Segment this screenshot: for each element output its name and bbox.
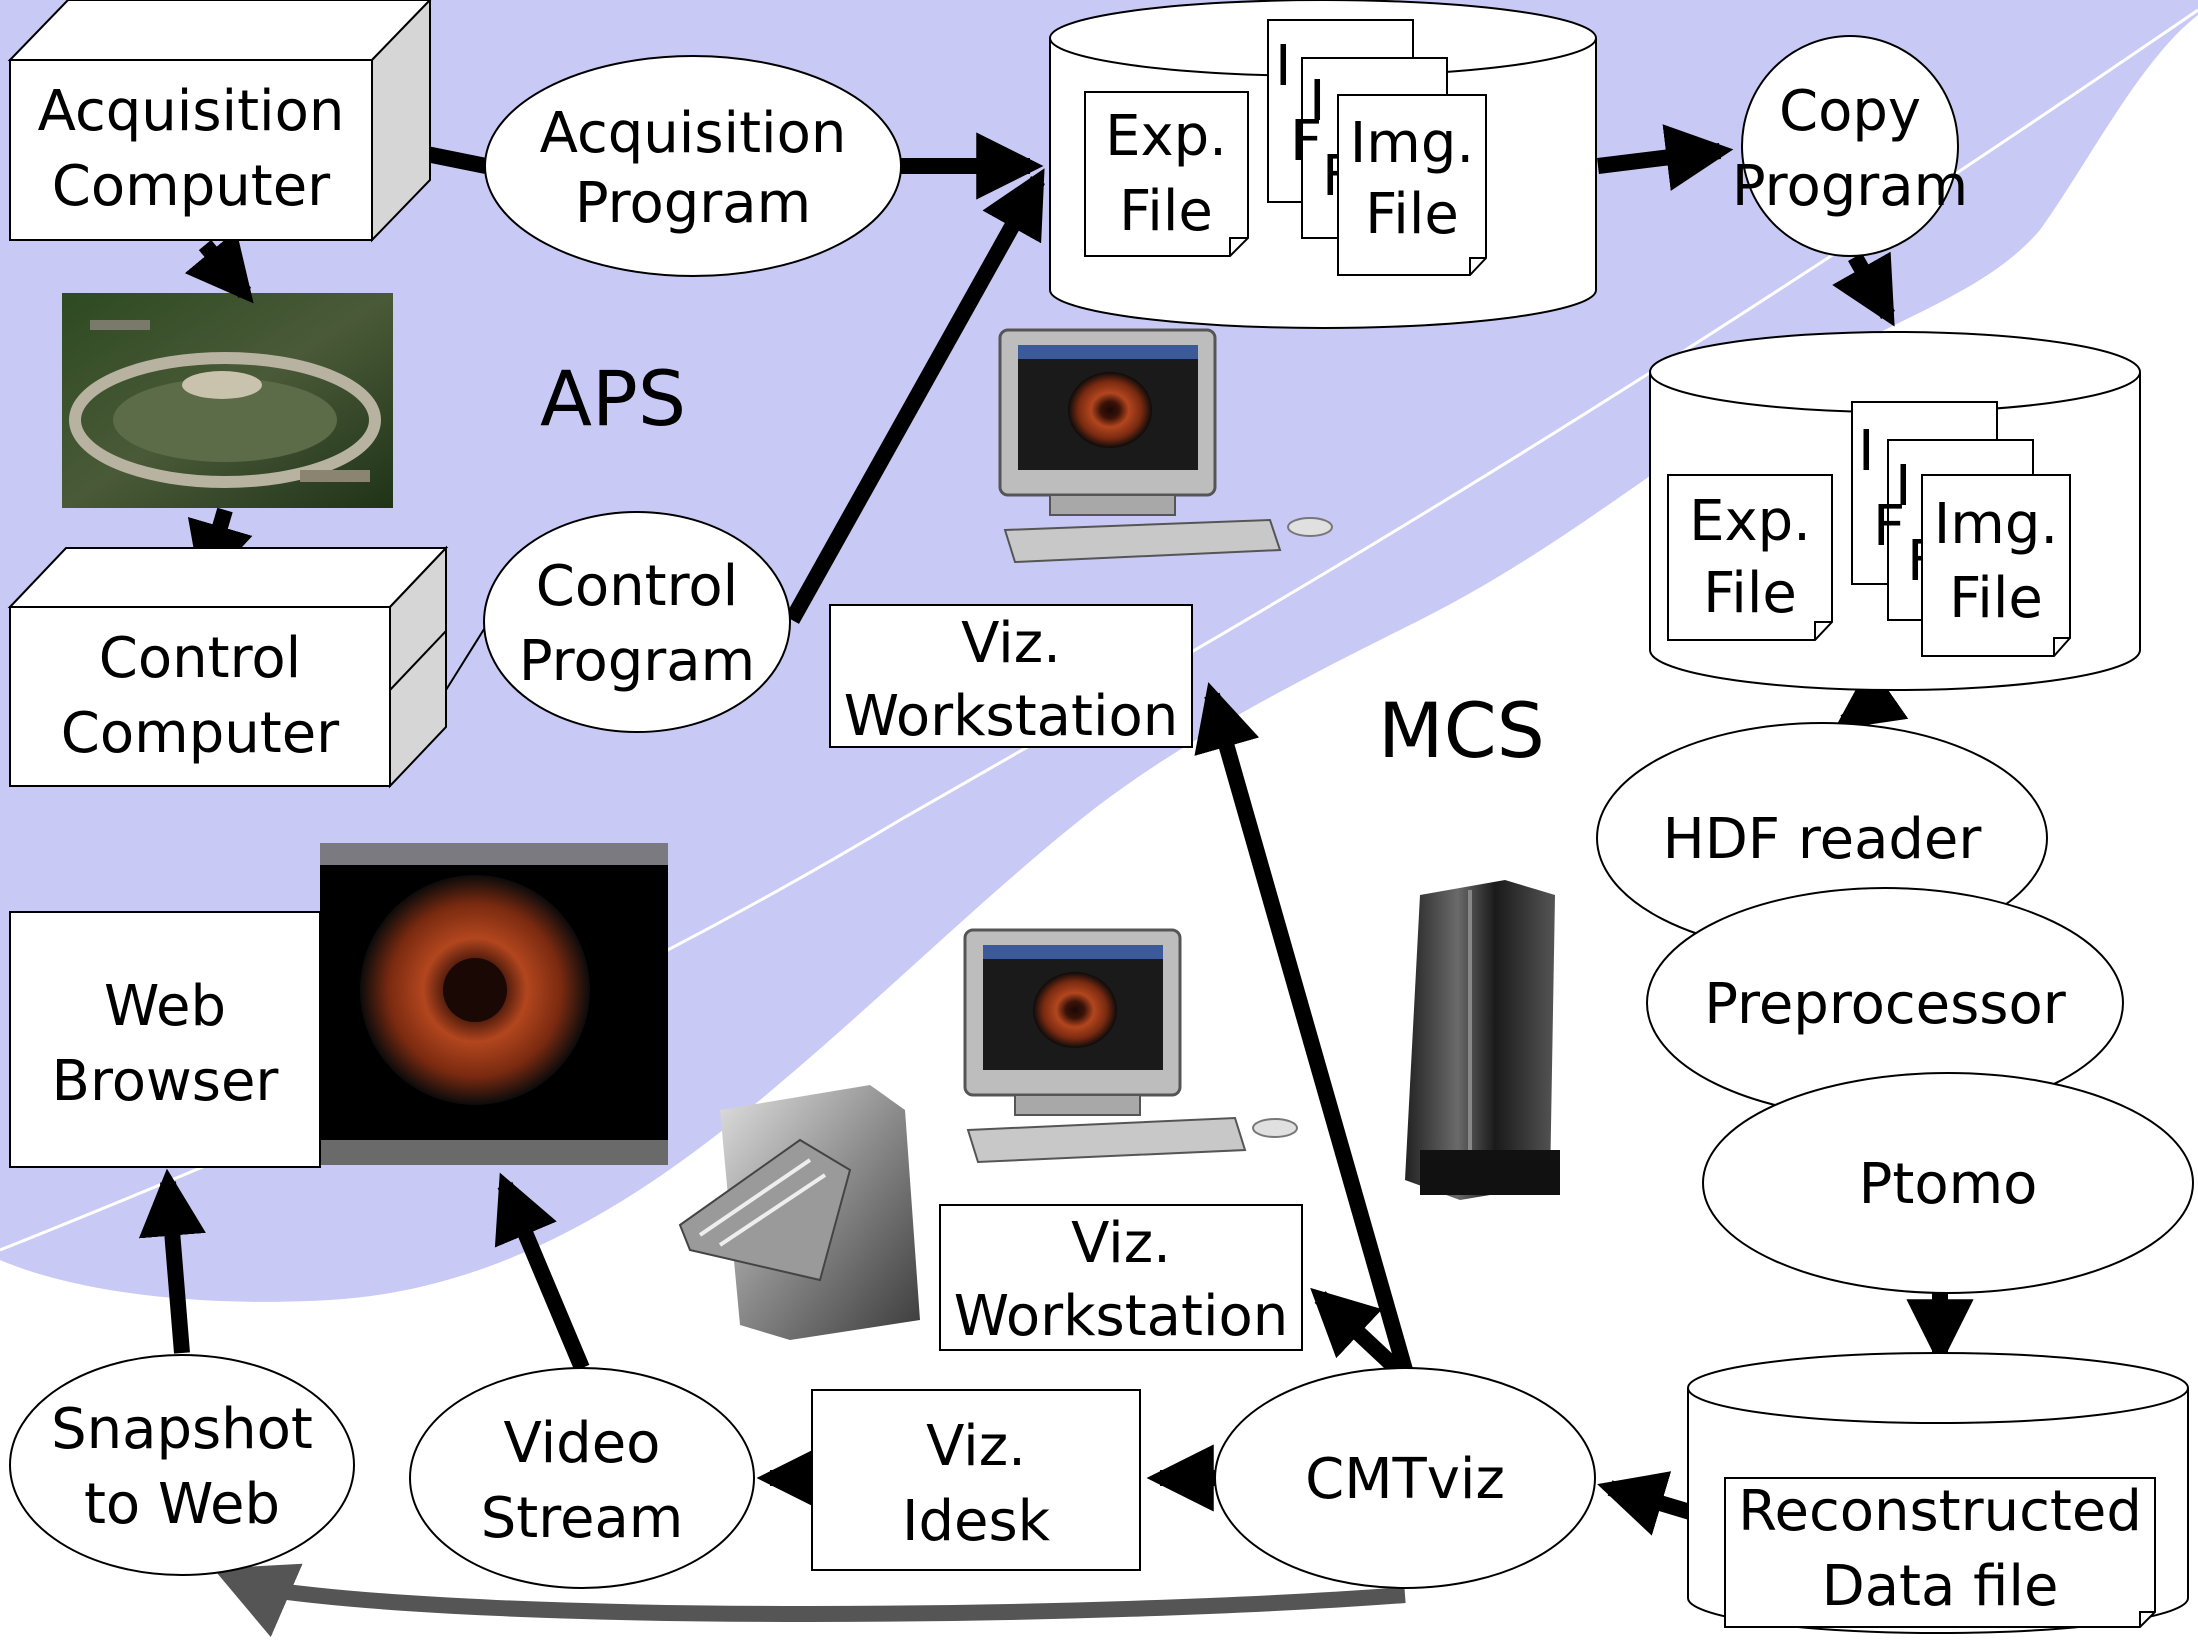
mcs-region-label: MCS	[1378, 686, 1545, 775]
aps-stack-peek-1: F	[1290, 109, 1322, 174]
control-computer-label-1: Control	[99, 626, 301, 691]
ptomo-node: Ptomo	[1702, 1072, 2194, 1294]
reconstructed-label-1: Reconstructed	[1738, 1479, 2142, 1544]
control-computer-node: Control Computer	[7, 545, 449, 789]
reconstructed-data-cylinder: Reconstructed Data file	[1687, 1352, 2189, 1634]
viz-workstation-bottom-node: Viz. Workstation	[939, 1204, 1303, 1351]
viz-workstation-bottom-label-1: Viz.	[1071, 1211, 1171, 1276]
control-computer-label-2: Computer	[61, 701, 340, 766]
mcs-stack-letter-2: I	[1895, 454, 1912, 519]
mcs-stack-letter-1: I	[1858, 419, 1875, 484]
acq-program-label-2: Program	[575, 171, 811, 236]
viz-workstation-top-label-2: Workstation	[844, 684, 1179, 749]
acq-computer-label-2: Computer	[52, 154, 331, 219]
arrow-copy-to-mcs-storage	[1832, 251, 1895, 327]
snapshot-label-2: to Web	[84, 1472, 280, 1537]
viz-workstation-bottom-label-2: Workstation	[954, 1284, 1289, 1349]
supercomputer-tower-image	[1405, 880, 1560, 1200]
flow-arrows	[138, 124, 1974, 1638]
web-browser-label-1: Web	[104, 974, 226, 1039]
video-stream-node: Video Stream	[409, 1367, 755, 1589]
viz-idesk-label-2: Idesk	[902, 1489, 1051, 1554]
snapshot-label-1: Snapshot	[51, 1397, 313, 1462]
acquisition-program-node: Acquisition Program	[484, 55, 902, 277]
aps-region-label: APS	[540, 354, 686, 443]
video-stream-window-image	[320, 843, 668, 1165]
mcs-storage-cylinder: I I F F Img. File Exp. File	[1649, 331, 2141, 691]
aps-stack-letter-1: I	[1275, 34, 1292, 99]
video-stream-label-1: Video	[504, 1411, 661, 1476]
acquisition-computer-node: Acquisition Computer	[7, 0, 432, 243]
preprocessor-label: Preprocessor	[1704, 972, 2066, 1037]
aps-img-file-label-2: File	[1365, 182, 1459, 247]
web-browser-node: Web Browser	[9, 911, 321, 1168]
web-browser-label-2: Browser	[52, 1049, 280, 1114]
viz-workstation-top-node: Viz. Workstation	[829, 604, 1193, 749]
aps-exp-file: Exp. File	[1084, 91, 1249, 257]
mcs-exp-file-label-1: Exp.	[1689, 489, 1811, 554]
acq-computer-label-1: Acquisition	[38, 79, 345, 144]
aps-aerial-photo	[62, 293, 393, 508]
aps-exp-file-label-2: File	[1119, 179, 1213, 244]
viz-idesk-label-1: Viz.	[926, 1414, 1026, 1479]
arrow-cmtviz-to-snapshot	[213, 1563, 1406, 1638]
video-stream-label-2: Stream	[481, 1486, 684, 1551]
idesk-server-image	[678, 1085, 920, 1340]
mcs-img-file-label-1: Img.	[1934, 492, 2058, 557]
viz-workstation-computer-top	[998, 328, 1333, 564]
mcs-img-file-stack: I I F F Img. File	[1851, 401, 2071, 657]
aps-storage-cylinder: I I F F Img. File Exp. File	[1049, 0, 1597, 329]
snapshot-to-web-node: Snapshot to Web	[9, 1354, 355, 1576]
aps-img-file-stack: I I F F Img. File	[1267, 19, 1487, 276]
control-link-line	[445, 625, 487, 691]
arrow-storage-to-copy	[1597, 124, 1734, 191]
viz-workstation-top-label-1: Viz.	[961, 611, 1061, 676]
mcs-img-file-label-2: File	[1949, 566, 2043, 631]
mcs-exp-file: Exp. File	[1667, 474, 1833, 641]
arrow-mcs-storage-to-hdf	[1833, 663, 1909, 730]
control-program-label-2: Program	[519, 629, 755, 694]
control-program-node: Control Program	[483, 511, 791, 733]
preprocessor-node: Preprocessor	[1646, 887, 2124, 1119]
copy-program-label-1: Copy	[1779, 79, 1921, 144]
hdf-reader-label: HDF reader	[1663, 807, 1983, 872]
viz-idesk-node: Viz. Idesk	[811, 1389, 1141, 1571]
ptomo-label: Ptomo	[1859, 1152, 2038, 1217]
aps-img-file-label-1: Img.	[1350, 111, 1474, 176]
cmtviz-node: CMTviz	[1214, 1367, 1596, 1589]
arrow-cmtviz-to-workstation-top	[1194, 682, 1413, 1373]
arrow-control-program-to-storage	[785, 168, 1045, 624]
aps-exp-file-label-1: Exp.	[1105, 104, 1227, 169]
acq-program-label-1: Acquisition	[540, 101, 847, 166]
control-program-label-1: Control	[536, 554, 738, 619]
arrow-recon-to-cmtviz	[1597, 1471, 1693, 1536]
arrow-video-to-window	[494, 1172, 590, 1372]
arrow-acq-to-aerial	[184, 230, 254, 304]
mcs-stack-peek-1: F	[1873, 494, 1905, 559]
cmtviz-label: CMTviz	[1305, 1447, 1505, 1512]
arrow-snapshot-to-browser	[138, 1168, 206, 1354]
viz-workstation-computer-bottom	[963, 928, 1298, 1164]
mcs-exp-file-label-2: File	[1703, 561, 1797, 626]
reconstructed-label-2: Data file	[1822, 1554, 2059, 1619]
aps-stack-letter-2: I	[1309, 69, 1326, 134]
copy-program-label-2: Program	[1732, 154, 1968, 219]
copy-program-node: Copy Program	[1732, 35, 1968, 257]
arrow-cmtviz-to-workstation-bottom	[1310, 1287, 1404, 1376]
